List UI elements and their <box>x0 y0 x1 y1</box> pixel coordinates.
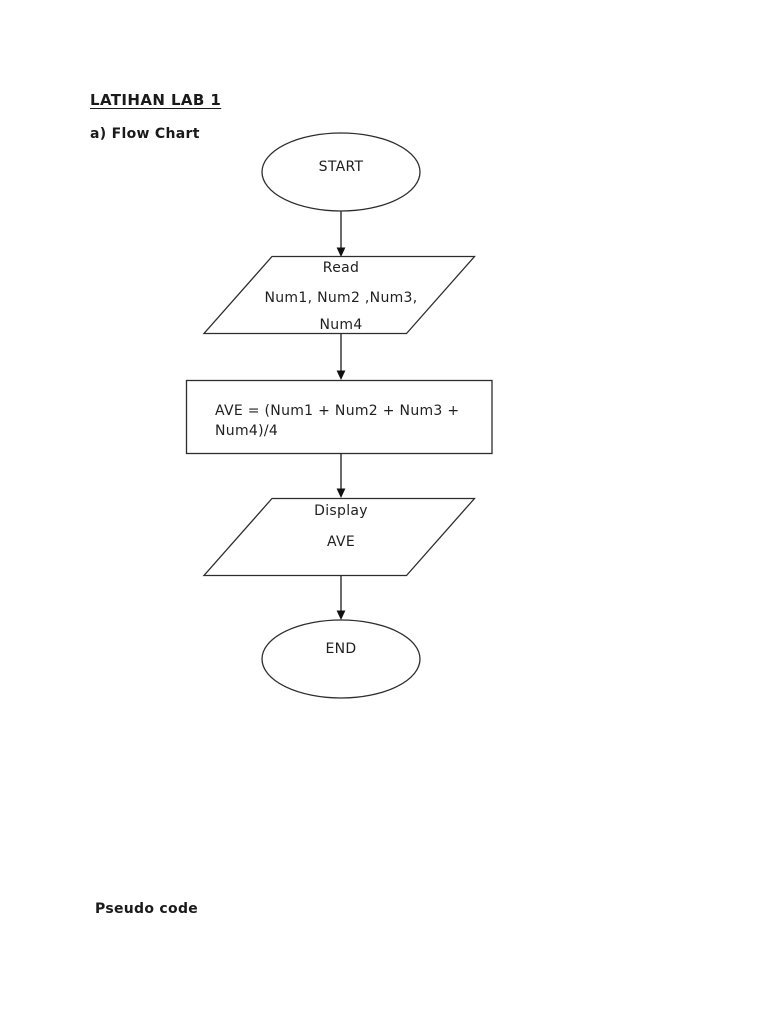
start-label: START <box>318 159 364 175</box>
process-rectangle-shape <box>185 379 493 455</box>
flow-arrow-2-head-icon <box>336 370 346 380</box>
display-output-parallelogram-shape <box>202 497 476 577</box>
start-terminator-shape <box>261 132 421 212</box>
process-formula-line1: AVE = (Num1 + Num2 + Num3 + <box>215 403 460 419</box>
read-input-parallelogram-shape <box>202 255 476 335</box>
display-variable: AVE <box>326 534 355 550</box>
flow-arrow-1-head-icon <box>336 247 346 257</box>
read-variables-clipped-line: Num4 <box>319 317 363 331</box>
process-formula: AVE = (Num1 + Num2 + Num3 + Num4)/4 <box>215 401 477 441</box>
end-label: END <box>325 641 357 657</box>
page-title: LATIHAN LAB 1 <box>90 91 222 109</box>
flow-arrow-3-head-icon <box>336 488 346 498</box>
read-variables-clipped-line-wrap: Num4 <box>261 317 421 331</box>
section-label-pseudo-code: Pseudo code <box>95 901 199 917</box>
flow-arrow-4-head-icon <box>336 610 346 620</box>
read-variables-line: Num1, Num2 ,Num3, <box>264 290 418 306</box>
display-label: Display <box>314 503 368 519</box>
process-formula-line2: Num4)/4 <box>215 423 279 439</box>
end-terminator-shape <box>261 619 421 699</box>
read-label: Read <box>322 260 360 276</box>
section-label-flow-chart: a) Flow Chart <box>90 126 200 142</box>
